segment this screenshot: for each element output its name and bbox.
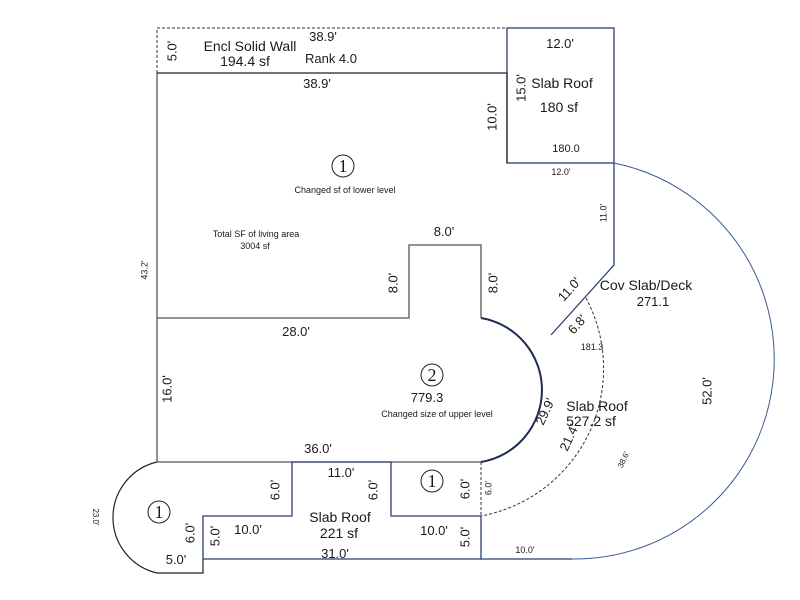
slab-bottom-label: Slab Roof — [309, 509, 371, 525]
dashed-arc-38 — [480, 297, 605, 517]
encl-wall-bottom-dim: 38.9' — [303, 76, 331, 91]
slab-arc-area: 527.2 sf — [566, 413, 616, 429]
west-semicircle-area: 1 23.0' 6.0' 5.0' — [91, 461, 204, 574]
slab-arc-radial-dim: 21.4' — [556, 422, 581, 454]
slab-bottom-left-step-dim: 6.0' — [267, 480, 282, 501]
west-bottom-dim: 5.0' — [166, 552, 187, 567]
slab-roof-bottom-outline — [202, 461, 572, 560]
slab-bottom-right-dim: 5.0' — [457, 527, 472, 548]
bump-left-dim: 8.0' — [385, 273, 400, 294]
slab-bottom-left-dim: 5.0' — [207, 526, 222, 547]
cov-deck-label: Cov Slab/Deck — [600, 277, 694, 293]
upper-level-marker: 2 — [428, 365, 437, 385]
encl-wall-rank: Rank 4.0 — [305, 51, 357, 66]
west-side-dim: 6.0' — [182, 523, 197, 544]
slab-roof-bottom-area: 11.0' 6.0' 6.0' Slab Roof 221 sf 5.0' 10… — [202, 461, 572, 561]
slab-roof-arc-area: 6.8' 181.3 29.9' Slab Roof 527.2 sf 21.4… — [480, 297, 632, 555]
cov-deck-edge — [550, 163, 615, 336]
upper-level-left-dim: 16.0' — [159, 375, 174, 403]
upper-level-area: 779.3 — [411, 390, 444, 405]
cov-deck-diag-dim: 11.0' — [555, 274, 584, 304]
upper-level-note: Changed size of upper level — [381, 409, 493, 419]
bump-top-dim: 8.0' — [434, 224, 455, 239]
slab-roof-top-dim-top: 12.0' — [546, 36, 574, 51]
slab-bottom-top-dim: 11.0' — [328, 465, 355, 480]
outer-arc-52 — [571, 162, 775, 560]
cov-deck-area: 271.1 — [637, 294, 670, 309]
small-box-side-dim: 6.0' — [457, 479, 472, 500]
upper-level-annotations: 2 779.3 Changed size of upper level 16.0… — [159, 363, 493, 456]
lower-level-annotations: 1 Changed sf of lower level Total SF of … — [139, 103, 500, 339]
level-divider — [157, 244, 482, 319]
slab-arc-dashed-dim: 38.6' — [616, 450, 632, 470]
slab-roof-top-label: Slab Roof — [531, 75, 593, 91]
small-box-area: 1 6.0' — [420, 469, 472, 500]
total-living-label: Total SF of living area — [213, 229, 300, 239]
outer-arc-dim: 52.0' — [699, 377, 714, 405]
slab-roof-top-side-dim: 15.0' — [513, 74, 528, 102]
slab-bottom-right-run-dim: 10.0' — [420, 523, 448, 538]
lower-level-left-dim: 43.2' — [139, 260, 149, 280]
lower-level-right-dim: 10.0' — [484, 103, 499, 131]
encl-wall-label: Encl Solid Wall — [204, 38, 297, 54]
slab-roof-top-value: 180.0 — [552, 143, 580, 155]
upper-level-marker-circle — [420, 363, 444, 387]
west-marker-circle — [147, 500, 171, 524]
slab-bottom-left-run-dim: 10.0' — [234, 522, 262, 537]
encl-wall-dashed-outline — [156, 27, 507, 73]
slab-arc-arc-dim: 29.9' — [532, 396, 557, 428]
encl-wall-top-dim: 38.9' — [309, 29, 337, 44]
west-arc-dim: 23.0' — [91, 508, 100, 526]
small-box-marker-circle — [420, 469, 444, 493]
slab-arc-label: Slab Roof — [566, 398, 628, 414]
west-marker: 1 — [155, 502, 164, 522]
bump-right-dim: 8.0' — [485, 273, 500, 294]
slab-arc-side-dim: 6.0' — [483, 481, 493, 496]
upper-level-bottom-dim: 36.0' — [304, 441, 332, 456]
total-living-area: 3004 sf — [240, 241, 270, 251]
slab-bottom-area: 221 sf — [320, 525, 358, 541]
slab-roof-top-dim-bottom: 12.0' — [551, 167, 571, 177]
encl-wall-area: 194.4 sf — [220, 53, 270, 69]
bay-arc — [480, 317, 543, 463]
slab-arc-bottom-dim: 10.0' — [515, 545, 535, 555]
lower-level-note: Changed sf of lower level — [294, 185, 395, 195]
lower-level-marker: 1 — [339, 156, 348, 176]
slab-roof-top-area: 180 sf — [540, 99, 578, 115]
encl-wall-side-dim: 5.0' — [164, 41, 179, 62]
lower-level-marker-circle — [331, 154, 355, 178]
slab-arc-inner-value: 181.3 — [581, 342, 604, 352]
small-box-marker: 1 — [428, 471, 437, 491]
slab-roof-top-area: 12.0' 15.0' Slab Roof 180 sf 180.0 12.0' — [506, 27, 615, 177]
west-semicircle-outline — [112, 461, 204, 574]
encl-solid-wall-area: 5.0' Encl Solid Wall 194.4 sf 38.9' Rank… — [156, 27, 507, 91]
living-area-outline — [156, 73, 543, 463]
slab-bottom-right-step-dim: 6.0' — [365, 480, 380, 501]
bump-bottom-left-dim: 28.0' — [282, 324, 310, 339]
cov-deck-side-dim: 11.0' — [598, 203, 608, 222]
slab-bottom-bottom-dim: 31.0' — [321, 546, 349, 561]
cov-slab-deck-area: 11.0' 11.0' Cov Slab/Deck 271.1 52.0' — [550, 162, 775, 560]
